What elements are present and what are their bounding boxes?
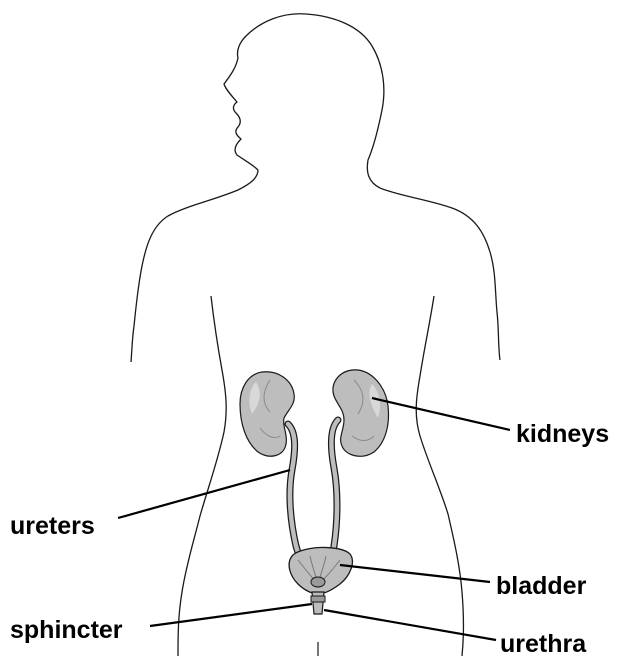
urethra-tube [312, 592, 324, 614]
bladder-leader-line [340, 565, 490, 582]
left-kidney [240, 372, 294, 456]
ureters-label: ureters [10, 514, 95, 539]
ureters-leader-line [118, 470, 290, 518]
right-torso-side [416, 296, 463, 656]
body-outline [224, 14, 500, 360]
left-torso-side [178, 296, 226, 656]
bladder-label: bladder [496, 574, 586, 599]
sphincter-leader-line [150, 604, 312, 626]
kidneys-leader-line [372, 398, 510, 430]
right-kidney [333, 370, 389, 456]
sphincter-band [311, 596, 325, 602]
urethra-leader-line [324, 610, 496, 640]
sphincter-label: sphincter [10, 618, 123, 643]
urethra-label: urethra [500, 632, 586, 657]
left-arm-outline [131, 170, 258, 362]
kidneys-label: kidneys [516, 422, 609, 447]
bladder [289, 547, 352, 594]
